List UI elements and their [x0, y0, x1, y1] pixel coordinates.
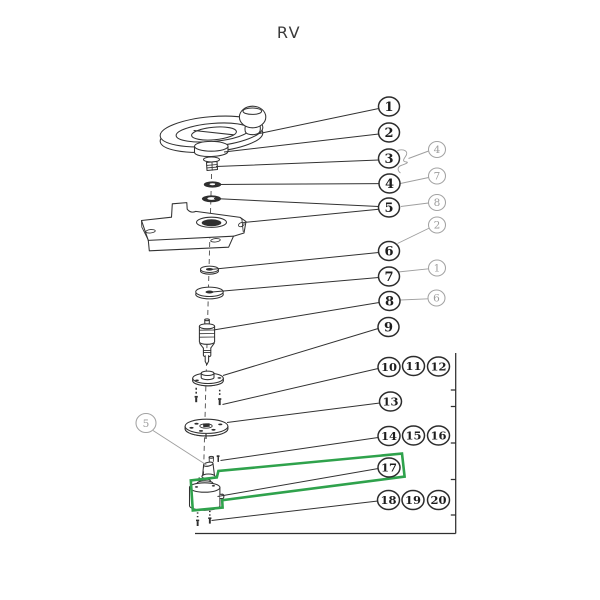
part-bracket	[140, 202, 247, 252]
balloon-13-label: 13	[382, 395, 398, 409]
balloon-18[interactable]: 18	[376, 489, 401, 511]
balloon-8-label: 8	[385, 295, 394, 310]
boundary-line	[195, 353, 457, 535]
balloon-16[interactable]: 16	[426, 425, 451, 446]
alt-balloon-1-label: 1	[434, 263, 441, 275]
balloon-3-label: 3	[384, 152, 393, 167]
part-handwheel	[159, 115, 264, 163]
balloon-4-label: 4	[385, 177, 394, 192]
balloon-10-label: 10	[381, 360, 397, 374]
brace-icon	[397, 149, 408, 174]
part-disc	[195, 286, 224, 300]
alt-balloon-7-label: 7	[434, 171, 441, 183]
balloon-20-label: 20	[430, 493, 446, 507]
alt-balloon-4[interactable]: 4	[427, 140, 447, 159]
part-spindle	[198, 318, 216, 366]
balloon-2[interactable]: 2	[377, 122, 401, 143]
balloon-17[interactable]: 17	[377, 457, 401, 478]
balloon-5-label: 5	[384, 201, 393, 216]
balloon-9[interactable]: 9	[377, 316, 400, 338]
alt-balloon-1[interactable]: 1	[427, 259, 447, 277]
balloon-10[interactable]: 10	[377, 356, 401, 378]
highlight-box	[189, 452, 407, 512]
balloon-2-label: 2	[384, 126, 393, 141]
balloon-15[interactable]: 15	[401, 425, 426, 446]
alt-balloon-8-label: 8	[434, 197, 441, 209]
balloon-6[interactable]: 6	[377, 240, 401, 262]
alt-balloon-5[interactable]: 5	[135, 412, 157, 434]
balloon-15-label: 15	[405, 429, 421, 443]
alt-balloon-2[interactable]: 2	[427, 216, 447, 234]
alt-balloon-7[interactable]: 7	[427, 167, 447, 185]
alt-balloon-2-label: 2	[434, 220, 441, 232]
balloon-13[interactable]: 13	[378, 391, 403, 412]
part-flange	[192, 370, 224, 387]
boundary-ticks	[450, 389, 456, 516]
balloon-7[interactable]: 7	[377, 266, 401, 287]
balloon-12[interactable]: 12	[426, 356, 451, 377]
leader-lines	[210, 108, 380, 521]
part-screws-upper	[194, 387, 222, 406]
balloon-18-label: 18	[380, 493, 396, 507]
alt-balloon-4-label: 4	[434, 144, 441, 156]
balloon-11[interactable]: 11	[401, 355, 426, 377]
part-washer-mid	[199, 265, 220, 275]
part-ring-washer	[201, 195, 222, 203]
alt-balloon-6-label: 6	[433, 293, 440, 305]
balloon-14-label: 14	[381, 429, 397, 443]
alt-balloon-5-label: 5	[143, 418, 150, 430]
balloon-11-label: 11	[405, 359, 421, 373]
balloon-3[interactable]: 3	[377, 148, 401, 169]
alt-balloon-8[interactable]: 8	[427, 193, 447, 212]
alt-balloon-6[interactable]: 6	[427, 289, 446, 307]
alt-callout-connectors	[152, 150, 430, 466]
balloon-8[interactable]: 8	[378, 290, 401, 312]
part-bottom-flange	[184, 418, 229, 439]
balloon-19[interactable]: 19	[401, 489, 425, 511]
balloon-7-label: 7	[384, 270, 393, 285]
part-washer-upper	[203, 181, 222, 188]
page-title: RV	[277, 23, 301, 42]
balloon-6-label: 6	[384, 245, 393, 260]
balloon-19-label: 19	[405, 493, 421, 507]
balloon-16-label: 16	[430, 429, 446, 443]
balloon-1[interactable]: 1	[377, 96, 401, 117]
part-knob	[238, 105, 267, 136]
part-cylinder	[188, 477, 225, 511]
balloon-1-label: 1	[384, 100, 393, 115]
balloon-5[interactable]: 5	[377, 197, 401, 218]
balloon-14[interactable]: 14	[377, 425, 401, 447]
part-nut	[205, 160, 219, 172]
balloon-17-label: 17	[381, 461, 397, 475]
balloon-20[interactable]: 20	[426, 489, 451, 511]
part-screws-lower	[196, 510, 212, 526]
balloon-9-label: 9	[384, 321, 393, 336]
balloon-12-label: 12	[430, 360, 446, 374]
balloon-4[interactable]: 4	[378, 173, 401, 194]
